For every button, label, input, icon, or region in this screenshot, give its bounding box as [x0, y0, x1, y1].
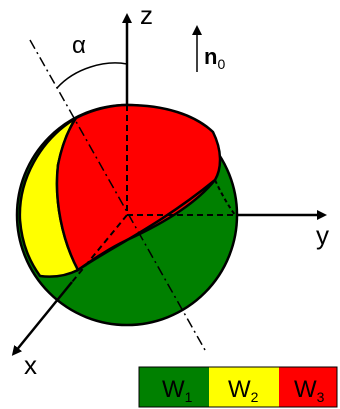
legend-swatch-w1: [139, 367, 209, 407]
angle-label: α: [72, 32, 86, 59]
legend-border: [138, 366, 338, 408]
angle-arc: [56, 62, 128, 89]
x-axis: [11, 281, 73, 356]
sphere-region-w3: [55, 103, 222, 272]
z-axis-label: z: [140, 0, 153, 30]
legend: W1 W2 W3: [138, 366, 338, 408]
normal-vector-label: n0: [204, 44, 225, 72]
x-axis-hidden: [71, 214, 128, 283]
legend-swatch-w2: [209, 367, 279, 407]
boundary-w3-w1: [77, 179, 216, 272]
legend-label-w3: W3: [294, 376, 325, 405]
normal-vector-symbol: n: [204, 44, 217, 69]
x-axis-label: x: [24, 350, 37, 380]
legend-label-w1: W1: [162, 376, 193, 405]
hidden-boundary: [214, 179, 236, 216]
legend-label-w2: W2: [228, 376, 259, 405]
y-axis-label: y: [316, 220, 329, 250]
legend-swatch-w3: [279, 367, 337, 407]
normal-vector-subscript: 0: [217, 56, 225, 72]
